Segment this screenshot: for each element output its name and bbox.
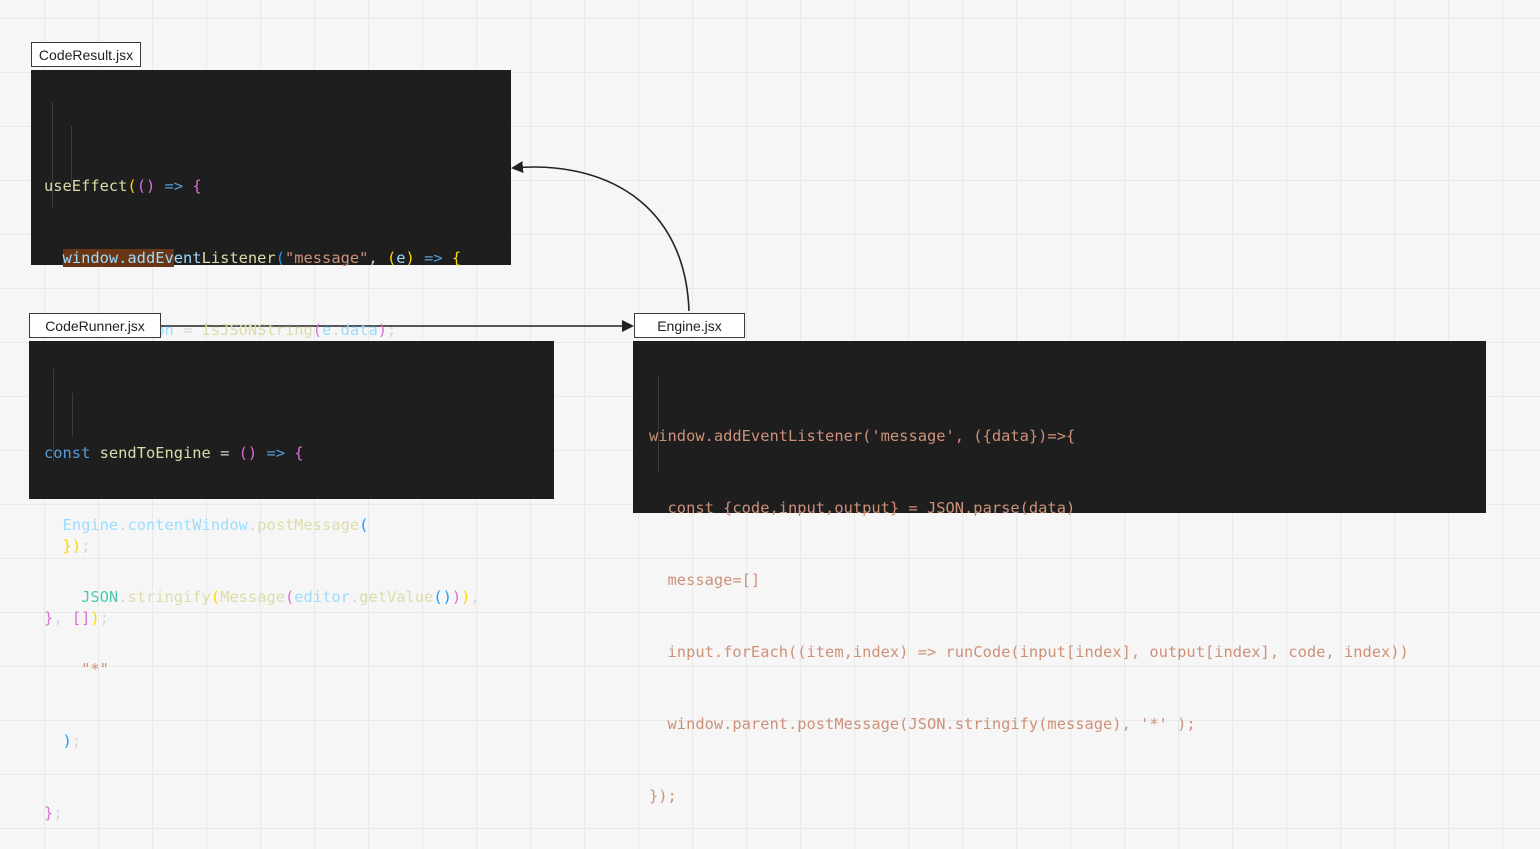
indent-guide bbox=[71, 126, 72, 183]
indent-guide bbox=[52, 102, 53, 207]
code-runner-file-label: CodeRunner.jsx bbox=[29, 313, 161, 338]
code-line-1: useEffect(() => { bbox=[44, 177, 202, 195]
code-line-2: window.addEventListener("message", (e) =… bbox=[62, 249, 462, 267]
engine-snippet: window.addEventListener('message', ({dat… bbox=[633, 341, 1486, 805]
code-line-4: "*" bbox=[81, 660, 109, 678]
engine-file-label: Engine.jsx bbox=[634, 313, 745, 338]
indent-guide bbox=[658, 376, 659, 472]
connector-arrows bbox=[161, 161, 690, 332]
code-result-file-label: CodeResult.jsx bbox=[31, 42, 141, 67]
code-result-snippet: useEffect(() => { window.addEventListene… bbox=[31, 70, 511, 627]
code-line-7: }, []); bbox=[44, 609, 109, 627]
code-line-3: message=[] bbox=[649, 571, 761, 589]
code-line-5: ); bbox=[62, 732, 82, 750]
code-line-3: JSON.stringify(Message(editor.getValue()… bbox=[81, 588, 480, 606]
indent-guide bbox=[72, 393, 73, 437]
code-line-6: }); bbox=[649, 787, 677, 805]
code-line-6: }; bbox=[44, 804, 63, 822]
arrow-engine-to-coderesult bbox=[511, 161, 690, 312]
code-runner-snippet: const sendToEngine = () => { Engine.cont… bbox=[29, 341, 554, 822]
code-line-2: Engine.contentWindow.postMessage( bbox=[62, 516, 369, 534]
code-line-1: window.addEventListener('message', ({dat… bbox=[649, 427, 1076, 445]
code-line-5: window.parent.postMessage(JSON.stringify… bbox=[649, 715, 1196, 733]
code-line-1: const sendToEngine = () => { bbox=[44, 444, 304, 462]
code-line-4: input.forEach((item,index) => runCode(in… bbox=[649, 643, 1409, 661]
code-line-2: const {code,input,output} = JSON.parse(d… bbox=[649, 499, 1076, 517]
indent-guide bbox=[53, 369, 54, 461]
